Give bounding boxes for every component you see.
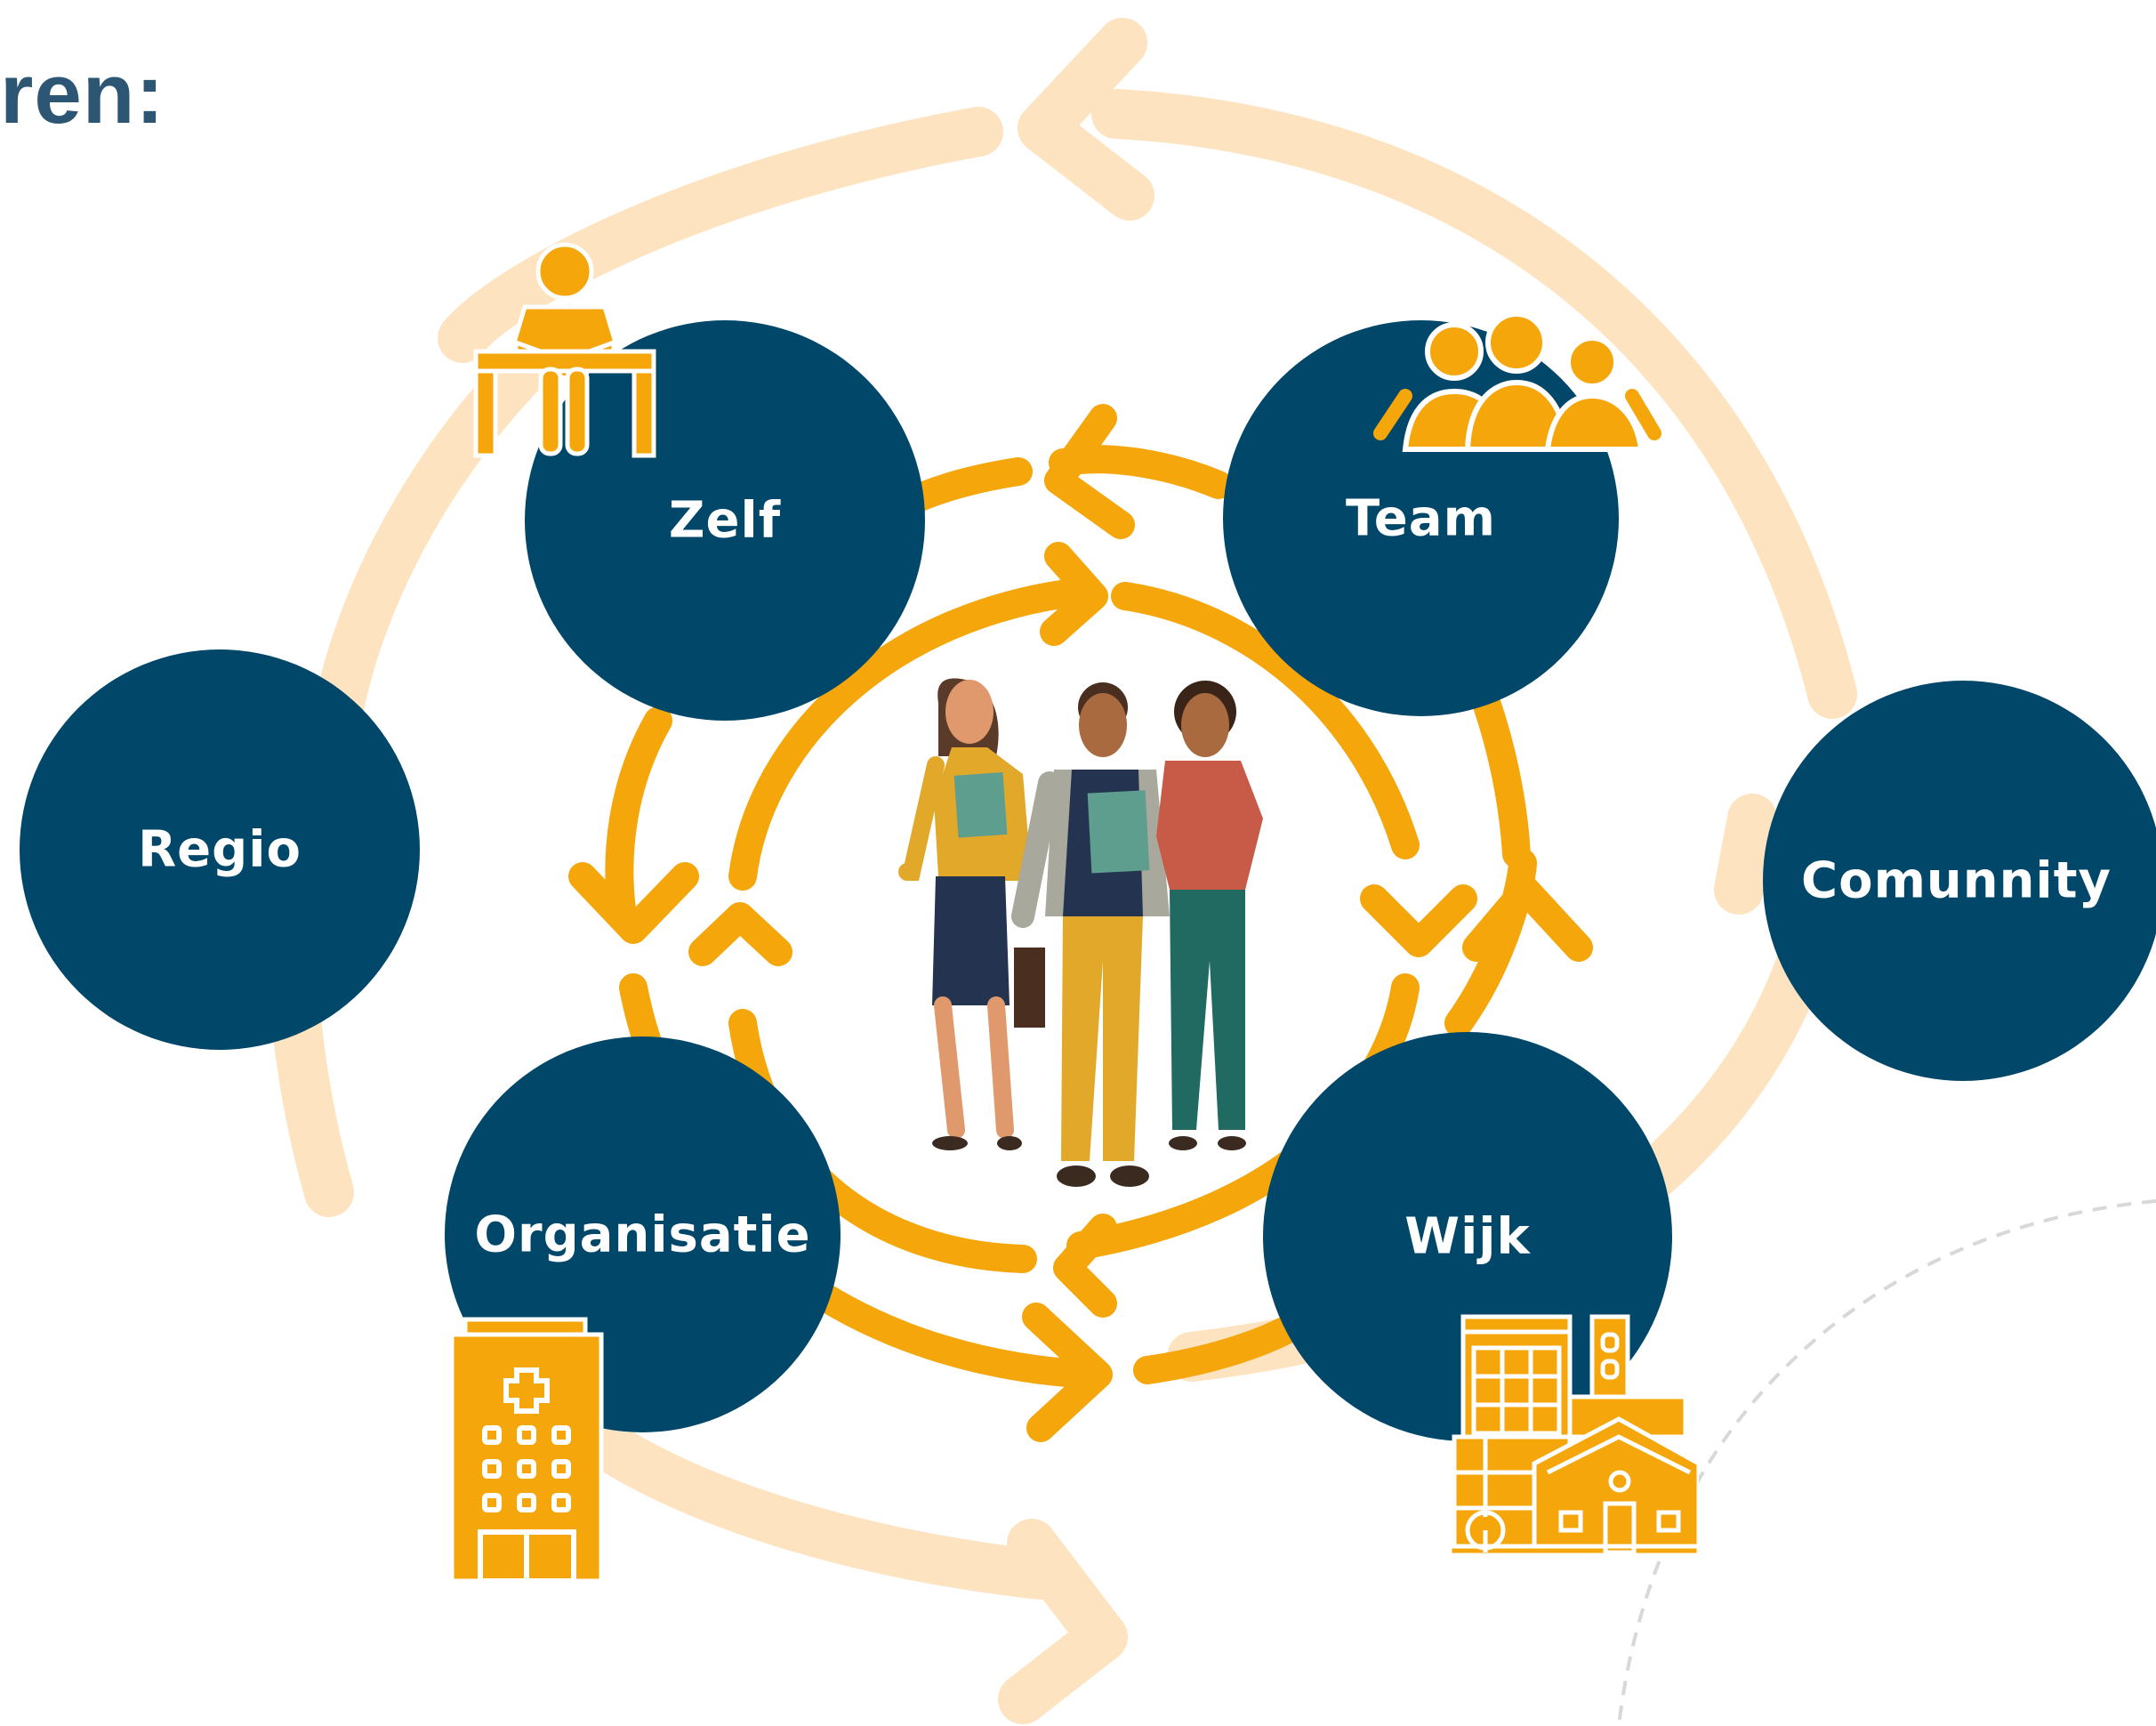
group-of-people-icon	[1373, 311, 1661, 452]
professional-woman-left	[898, 678, 1045, 1150]
node-zelf: Zelf	[525, 320, 925, 721]
three-professionals-illustration	[898, 678, 1263, 1187]
node-zelf-label: Zelf	[668, 491, 782, 550]
professional-man-center	[1011, 682, 1170, 1187]
inner-cycle-arrowheads	[688, 542, 1477, 1318]
node-regio: Regio	[20, 649, 420, 1050]
outer-cycle-arrowheads	[998, 18, 1777, 1724]
dashed-decorative-arc	[1617, 1199, 2156, 1726]
hospital-building-icon	[449, 1317, 604, 1584]
node-team: Team	[1223, 320, 1619, 716]
node-organisatie-label: Organisatie	[474, 1206, 811, 1263]
node-community-label: Comunnity	[1801, 851, 2112, 910]
professional-woman-right	[1156, 681, 1263, 1150]
node-wijk-label: Wijk	[1404, 1207, 1531, 1266]
page-heading: ren:	[0, 46, 165, 141]
person-reading-at-desk-icon	[473, 242, 656, 458]
node-regio-label: Regio	[138, 820, 302, 879]
neighborhood-buildings-icon	[1447, 1314, 1699, 1557]
node-community: Comunnity	[1763, 681, 2156, 1081]
middle-cycle-arrowheads	[568, 404, 1593, 1442]
node-team-label: Team	[1346, 489, 1496, 547]
